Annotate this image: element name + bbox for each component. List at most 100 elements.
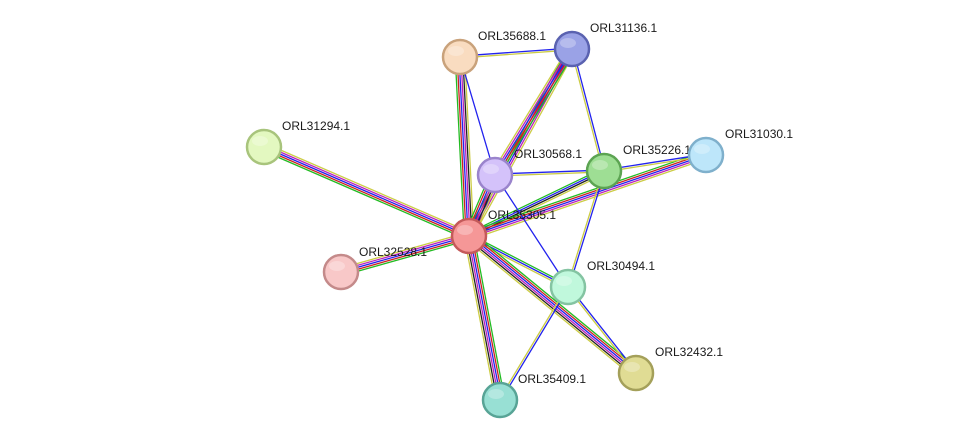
edge-evidence-line — [566, 286, 636, 375]
edge-evidence-line — [495, 49, 575, 177]
edge-orl35305-1-orl30494-1[interactable] — [467, 233, 570, 290]
edge-evidence-line — [468, 156, 708, 239]
edge-evidence-line — [463, 236, 496, 402]
node-circle[interactable] — [549, 268, 587, 306]
node-highlight — [457, 225, 473, 235]
node-orl30494-1[interactable]: ORL30494.1 — [549, 259, 655, 306]
node-highlight — [483, 164, 499, 174]
node-orl32432-1[interactable]: ORL32432.1 — [617, 345, 723, 392]
edge-orl35305-1-orl31294-1[interactable] — [261, 142, 472, 241]
node-circle[interactable] — [322, 253, 360, 291]
edge-evidence-line — [469, 157, 708, 241]
edge-evidence-line — [469, 233, 570, 286]
nodes-layer: ORL35305.1 ORL35688.1 ORL31136.1ORL31294.1… — [245, 21, 793, 419]
node-orl32528-1[interactable]: ORL32528.1 — [322, 245, 427, 291]
edge-evidence-line — [459, 56, 496, 176]
node-circle[interactable] — [617, 354, 655, 392]
node-circle[interactable] — [245, 128, 283, 166]
edge-evidence-line — [467, 150, 706, 234]
node-highlight — [488, 389, 504, 399]
edge-orl30494-1-orl35409-1[interactable] — [498, 285, 570, 402]
edge-evidence-line — [456, 56, 467, 237]
edges-layer — [261, 46, 708, 402]
edge-evidence-line — [500, 286, 570, 402]
edge-evidence-line — [471, 231, 640, 370]
edge-evidence-line — [570, 48, 604, 172]
node-circle[interactable] — [450, 217, 488, 255]
edge-evidence-line — [471, 234, 504, 401]
edge-evidence-line — [454, 56, 465, 237]
node-circle[interactable] — [585, 152, 623, 190]
edge-orl35305-1-orl35409-1[interactable] — [463, 234, 506, 402]
edge-orl35688-1-orl30568-1[interactable] — [459, 56, 496, 176]
edge-orl35305-1-orl32528-1[interactable] — [339, 231, 471, 277]
node-orl35409-1[interactable]: ORL35409.1 — [481, 372, 586, 419]
node-orl31136-1[interactable]: ORL31136.1 — [553, 21, 657, 68]
node-orl30568-1[interactable]: ORL30568.1 — [476, 147, 582, 194]
edge-evidence-line — [467, 236, 637, 375]
node-label: ORL35409.1 — [518, 372, 586, 386]
edge-evidence-line — [465, 239, 634, 378]
node-label: ORL35305.1 — [488, 208, 556, 222]
edge-evidence-line — [263, 146, 470, 237]
node-circle[interactable] — [476, 156, 514, 194]
edge-evidence-line — [572, 48, 606, 172]
node-orl35305-1[interactable]: ORL35305.1 — [450, 208, 556, 255]
node-circle[interactable] — [553, 30, 591, 68]
edge-evidence-line — [494, 48, 573, 176]
node-highlight — [560, 38, 576, 48]
node-label: ORL31030.1 — [725, 127, 793, 141]
edge-evidence-line — [467, 235, 500, 401]
node-circle[interactable] — [687, 136, 725, 174]
edge-orl31136-1-orl35226-1[interactable] — [570, 48, 606, 172]
node-label: ORL30494.1 — [587, 259, 655, 273]
edge-evidence-line — [340, 235, 470, 273]
edge-evidence-line — [566, 170, 604, 288]
edge-orl30494-1-orl32432-1[interactable] — [566, 285, 638, 375]
node-label: ORL35226.1 — [623, 143, 691, 157]
edge-evidence-line — [471, 50, 576, 239]
node-orl31294-1[interactable]: ORL31294.1 — [245, 119, 350, 166]
edge-evidence-line — [494, 174, 569, 288]
edge-orl35305-1-orl31030-1[interactable] — [467, 150, 708, 241]
node-label: ORL31136.1 — [590, 21, 657, 35]
edge-evidence-line — [468, 235, 569, 288]
edge-orl31136-1-orl30568-1[interactable] — [491, 46, 576, 178]
edge-evidence-line — [460, 56, 471, 237]
node-label: ORL31294.1 — [282, 119, 350, 133]
edge-orl35305-1-orl35688-1[interactable] — [454, 56, 475, 237]
edge-evidence-line — [466, 237, 635, 376]
edge-orl35688-1-orl31136-1[interactable] — [459, 47, 573, 59]
node-label: ORL32432.1 — [655, 345, 723, 359]
edge-evidence-line — [341, 239, 471, 277]
edge-evidence-line — [470, 233, 639, 372]
edge-evidence-line — [469, 235, 502, 401]
node-orl31030-1[interactable]: ORL31030.1 — [687, 127, 793, 174]
node-label: ORL32528.1 — [359, 245, 427, 259]
edge-evidence-line — [339, 231, 469, 269]
node-circle[interactable] — [481, 381, 519, 419]
node-circle[interactable] — [441, 38, 479, 76]
edge-evidence-line — [568, 170, 606, 288]
edge-evidence-line — [492, 47, 572, 175]
edge-evidence-line — [459, 49, 573, 59]
edge-evidence-line — [568, 285, 638, 374]
edge-evidence-line — [464, 56, 475, 237]
node-highlight — [624, 362, 640, 372]
node-orl35688-1[interactable]: ORL35688.1 — [441, 29, 546, 76]
edge-evidence-line — [264, 142, 472, 234]
edge-orl35226-1-orl30494-1[interactable] — [566, 170, 606, 288]
edge-orl35305-1-orl32432-1[interactable] — [465, 231, 640, 378]
node-highlight — [556, 276, 572, 286]
node-orl35226-1[interactable]: ORL35226.1 — [585, 143, 691, 190]
node-label: ORL35688.1 — [478, 29, 546, 43]
edge-evidence-line — [491, 46, 570, 174]
node-highlight — [694, 144, 710, 154]
edge-evidence-line — [468, 234, 638, 373]
edge-orl30568-1-orl30494-1[interactable] — [494, 174, 569, 288]
edge-evidence-line — [467, 237, 568, 290]
edge-evidence-line — [462, 56, 473, 237]
edge-evidence-line — [339, 233, 470, 271]
node-highlight — [448, 46, 464, 56]
